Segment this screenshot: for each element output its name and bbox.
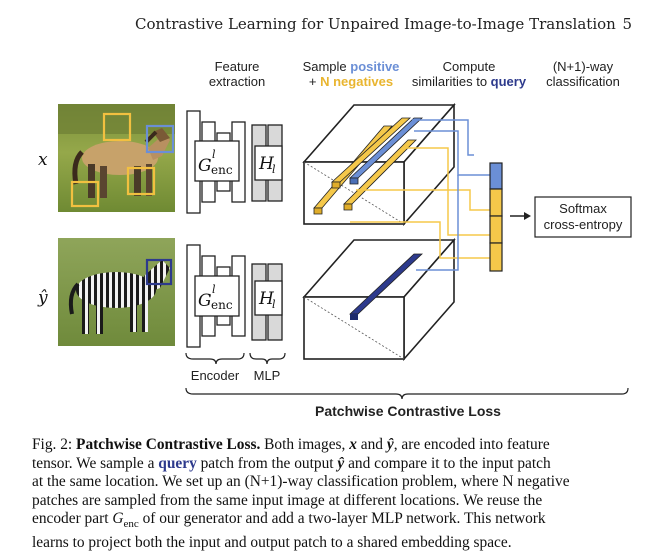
caption-l5-b: of our generator and add a two-layer MLP… xyxy=(138,510,546,528)
encoder-bottom-label-box xyxy=(194,275,240,317)
encoder-bottom-g: G xyxy=(198,291,212,311)
softmax-line1: Softmax xyxy=(559,201,607,216)
col-sample-line1: Sample positive xyxy=(303,59,400,74)
caption-l1-x: x xyxy=(349,436,357,453)
running-header: Contrastive Learning for Unpaired Image-… xyxy=(0,15,660,37)
page-number: 5 xyxy=(622,15,632,33)
caption-l5-g: G xyxy=(112,510,124,528)
caption-fig-label: Fig. 2: xyxy=(32,436,77,453)
similarity-vector xyxy=(489,162,503,272)
brace-mlp-label: MLP xyxy=(254,368,281,383)
feature-cube-bottom xyxy=(302,237,456,362)
softmax-box xyxy=(534,196,632,238)
caption-line-1: Fig. 2: Patchwise Contrastive Loss. Both… xyxy=(32,436,638,455)
caption-line-6: learns to project both the input and out… xyxy=(32,534,512,552)
sampled-patches-top xyxy=(313,117,424,215)
col-feature-line1: Feature xyxy=(215,59,260,74)
caption-line-3: at the same location. We set up an (N+1)… xyxy=(32,473,570,491)
row-x-label: x xyxy=(38,150,48,170)
col-sample-positive: positive xyxy=(350,59,399,74)
mlp-top-label-box xyxy=(254,145,283,181)
col-compute-line1: Compute xyxy=(443,59,496,74)
caption-l5-sub: enc xyxy=(123,518,139,531)
caption-l2-c: and compare it to the input patch xyxy=(344,454,551,472)
col-compute-query: query xyxy=(491,74,527,89)
arrow-head xyxy=(524,212,531,220)
caption-l2-y: ŷ xyxy=(337,454,345,472)
col-sample-line2: + N negatives xyxy=(309,74,393,89)
horse-photo xyxy=(58,104,175,212)
zebra-photo xyxy=(58,238,175,346)
mlp-bottom-label-box xyxy=(254,280,283,316)
mlp-bottom-h: H xyxy=(258,289,275,309)
caption-l1-y: ŷ xyxy=(386,436,394,453)
caption-l1-rest: Both images, xyxy=(260,436,350,453)
row-y-label: ŷ xyxy=(37,288,48,308)
loss-title: Patchwise Contrastive Loss xyxy=(315,403,501,419)
col-class-line2: classification xyxy=(546,74,620,89)
caption-l2-b: patch from the output xyxy=(196,454,338,472)
mlp-top-sub: l xyxy=(272,163,276,176)
running-header-title: Contrastive Learning for Unpaired Image-… xyxy=(135,15,616,33)
encoder-top-label-box xyxy=(194,140,240,182)
encoder-top-sup: l xyxy=(212,148,216,161)
feature-cube-top xyxy=(302,102,456,227)
caption-l2-a: tensor. We sample a xyxy=(32,454,159,472)
col-compute-line2-a: similarities to xyxy=(412,74,491,89)
caption-bold-title: Patchwise Contrastive Loss. xyxy=(76,436,261,453)
caption-line-4: patches are sampled from the same input … xyxy=(32,491,543,509)
braces xyxy=(185,352,629,400)
col-sample-line1-a: Sample xyxy=(303,59,351,74)
encoder-top-sub: enc xyxy=(211,163,233,177)
col-sample-line2-a: + xyxy=(309,74,320,89)
caption-line-2: tensor. We sample a query patch from the… xyxy=(32,455,638,474)
figure-caption: Fig. 2: Patchwise Contrastive Loss. Both… xyxy=(32,436,638,553)
caption-l5-a: encoder part xyxy=(32,510,113,528)
connection-lines xyxy=(350,119,490,271)
encoder-bottom-sup: l xyxy=(212,283,216,296)
caption-l1-and: and xyxy=(356,436,387,453)
caption-line-5: encoder part Genc of our generator and a… xyxy=(32,510,638,534)
col-sample-negatives: N negatives xyxy=(320,74,393,89)
col-compute-line2: similarities to query xyxy=(412,74,527,89)
brace-encoder-label: Encoder xyxy=(191,368,240,383)
caption-l1-end: , are encoded into feature xyxy=(393,436,550,453)
encoder-top-g: G xyxy=(198,156,212,176)
figure-diagram: Feature extraction Sample positive + N n… xyxy=(37,59,632,419)
softmax-line2: cross-entropy xyxy=(544,217,623,232)
mlp-bottom-sub: l xyxy=(272,298,276,311)
mlp-top-h: H xyxy=(258,154,275,174)
col-class-line1: (N+1)-way xyxy=(553,59,614,74)
encoder-bottom-sub: enc xyxy=(211,298,233,312)
col-feature-line2: extraction xyxy=(209,74,265,89)
caption-l2-query: query xyxy=(158,454,197,472)
